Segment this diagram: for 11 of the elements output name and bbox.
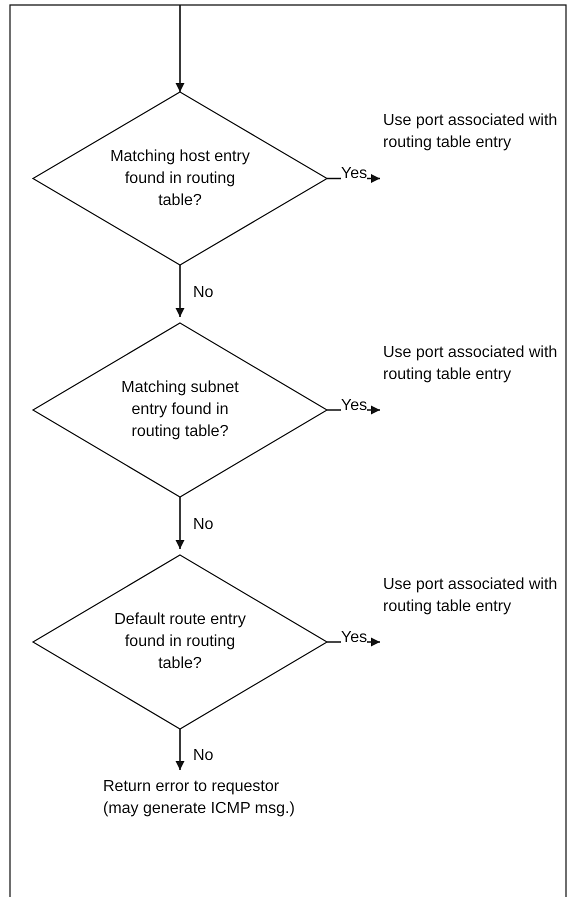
arrow bbox=[176, 729, 184, 770]
outcome-text: Return error to requestor (may generate ICMP msg.) bbox=[103, 777, 296, 819]
decision-question: Default route entry found in routing table? bbox=[113, 610, 247, 674]
decision-question: Matching subnet entry found in routing table? bbox=[120, 378, 240, 442]
arrow bbox=[176, 265, 184, 317]
outcome-text: Use port associated with routing table entry bbox=[383, 343, 558, 385]
decision-question: Matching host entry found in routing table? bbox=[109, 146, 251, 210]
arrow bbox=[176, 497, 184, 549]
arrow bbox=[176, 5, 184, 92]
outcome-text: Use port associated with routing table entry bbox=[383, 111, 558, 153]
outcome-text: Use port associated with routing table entry bbox=[383, 575, 558, 617]
